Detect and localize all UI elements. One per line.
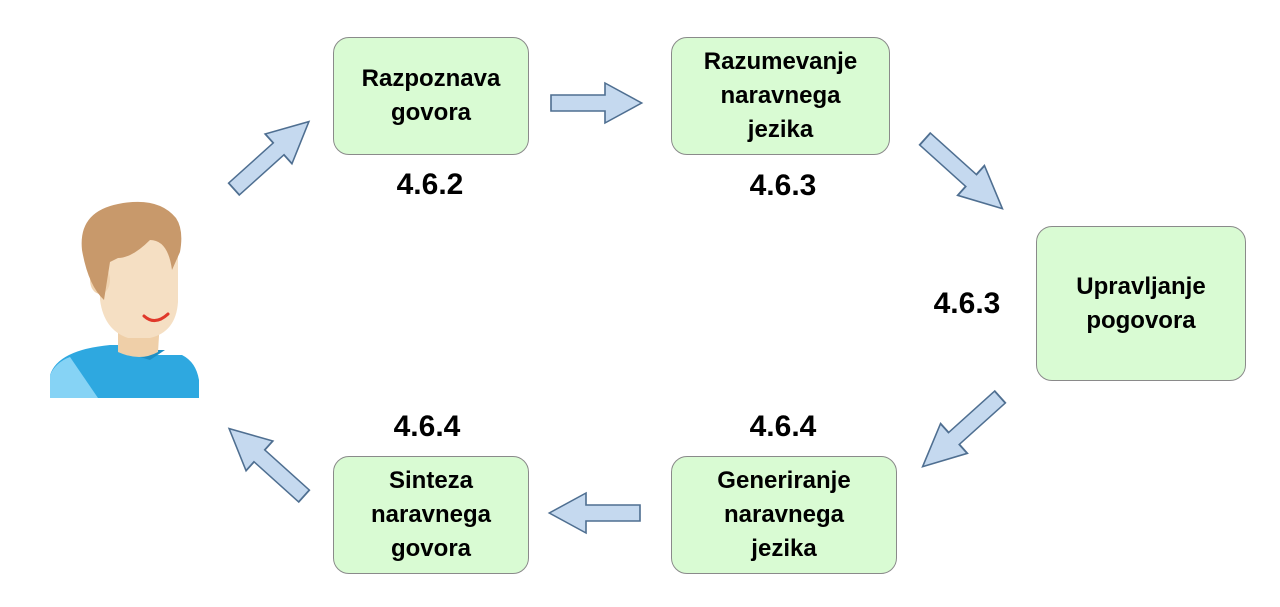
arrow-dialogue-to-nlg xyxy=(908,381,1015,483)
arrow-nlu-to-dialogue xyxy=(910,123,1017,225)
dialogue-management-label: Upravljanje pogovora xyxy=(1076,272,1206,334)
nlu-box: Razumevanje naravnega jezika xyxy=(671,37,890,155)
arrow-recognition-to-nlu xyxy=(550,82,643,124)
arrow-user-to-recognition xyxy=(219,105,324,205)
speech-synthesis-section: 4.6.4 xyxy=(393,410,461,443)
nlg-label: Generiranje naravnega jezika xyxy=(717,467,851,562)
nlu-section: 4.6.3 xyxy=(749,169,817,202)
speech-synthesis-box: Sinteza naravnega govora xyxy=(333,456,529,574)
speech-synthesis-label: Sinteza naravnega govora xyxy=(370,467,492,562)
speech-recognition-label: Razpoznava govora xyxy=(361,65,501,126)
nlg-section: 4.6.4 xyxy=(749,410,817,443)
nlg-box: Generiranje naravnega jezika xyxy=(671,456,897,574)
arrow-nlg-to-synthesis xyxy=(548,492,641,534)
dialogue-management-section: 4.6.3 xyxy=(933,287,1001,320)
speech-recognition-box: Razpoznava govora xyxy=(333,37,529,155)
speech-recognition-section: 4.6.2 xyxy=(396,168,464,201)
arrow-synthesis-to-user xyxy=(214,412,319,512)
dialogue-management-box: Upravljanje pogovora xyxy=(1036,226,1246,381)
nlu-label: Razumevanje naravnega jezika xyxy=(703,48,858,143)
